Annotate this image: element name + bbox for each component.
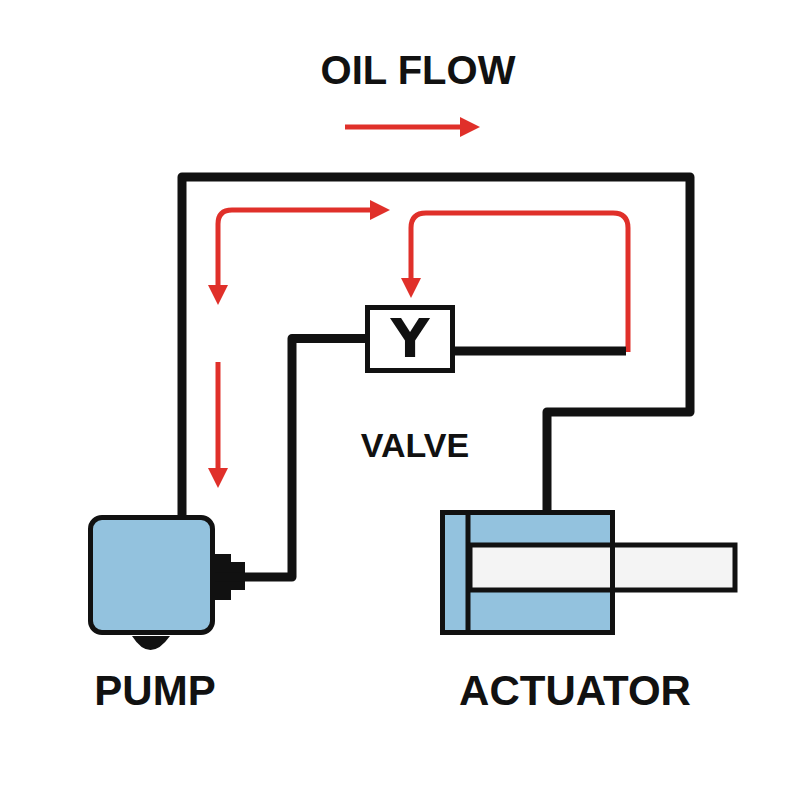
part-label: PUMP — [94, 670, 215, 712]
flow-arrow — [218, 210, 380, 295]
title: OIL FLOW — [321, 50, 516, 90]
flow-arrow — [216, 362, 221, 478]
part-label: VALVE — [361, 428, 469, 462]
oil-line — [182, 177, 690, 515]
valve-symbol: Y — [390, 312, 429, 366]
actuator-rod — [470, 545, 735, 590]
pump-box: PUMP — [88, 515, 215, 635]
flow-arrow — [345, 125, 470, 130]
part-label: ACTUATOR — [459, 670, 691, 712]
oil-line — [215, 339, 365, 578]
pump-foot — [132, 636, 170, 650]
valve-box: YVALVE — [365, 305, 455, 373]
actuator-box: ACTUATOR — [440, 510, 615, 635]
valve-outlet-line — [455, 347, 626, 356]
